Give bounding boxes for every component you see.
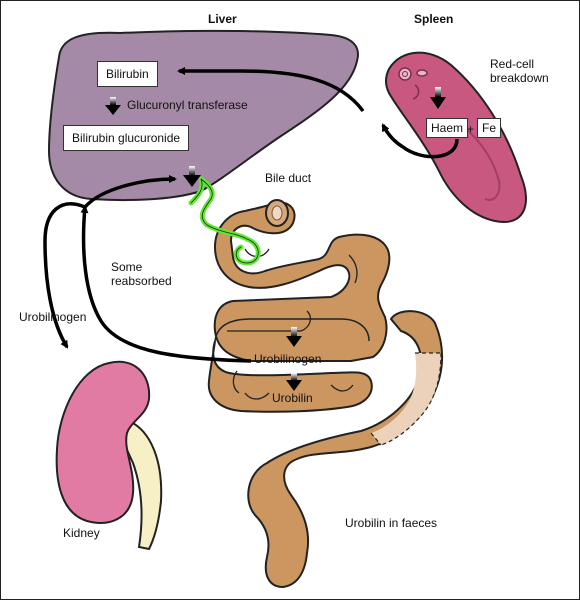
plus-sign: + (467, 122, 475, 136)
bilirubin-box: Bilirubin (97, 61, 158, 87)
reabsorption-arrow (80, 205, 252, 363)
spleen-title: Spleen (414, 12, 454, 26)
kidney-label: Kidney (63, 526, 100, 540)
urobilin-gut-label: Urobilin (272, 391, 313, 405)
liver-title: Liver (208, 12, 237, 26)
urobilin-in-faeces-label: Urobilin in faeces (345, 516, 438, 530)
fe-box: Fe (477, 118, 502, 138)
kidney-shape (55, 360, 151, 524)
bile-duct-label: Bile duct (265, 171, 312, 185)
red-cell-breakdown-label: Red-cell breakdown (490, 57, 549, 85)
fragmented-cell-icon (416, 69, 428, 77)
spleen-vessel-icon (452, 118, 501, 201)
some-reabsorbed-label: Some reabsorbed (111, 260, 172, 288)
enterohepatic-arrow (83, 175, 177, 209)
step-arrow-icon (286, 373, 302, 391)
colon-faded-segment (371, 353, 441, 445)
spleen-to-bilirubin-arrow (177, 67, 365, 113)
step-arrow-icon (430, 87, 446, 109)
small-intestine-coils (207, 340, 373, 413)
duodenum-shape (213, 201, 391, 362)
step-arrow-icon (183, 166, 201, 187)
liver-shape (47, 29, 359, 202)
urobilinogen-side-label: Urobilinogen (19, 310, 87, 324)
red-cell-icon (398, 67, 412, 81)
to-kidney-arrow (43, 202, 86, 349)
bilirubin-glucuronide-box: Bilirubin glucuronide (63, 125, 190, 151)
enzyme-label: Glucuronyl transferase (127, 98, 248, 112)
urobilinogen-gut-label: Urobilinogen (254, 352, 322, 366)
haem-loop-arrow (381, 123, 459, 159)
haem-box: Haem (426, 118, 469, 138)
step-arrow-icon (105, 97, 121, 115)
step-arrow-icon (286, 327, 302, 347)
